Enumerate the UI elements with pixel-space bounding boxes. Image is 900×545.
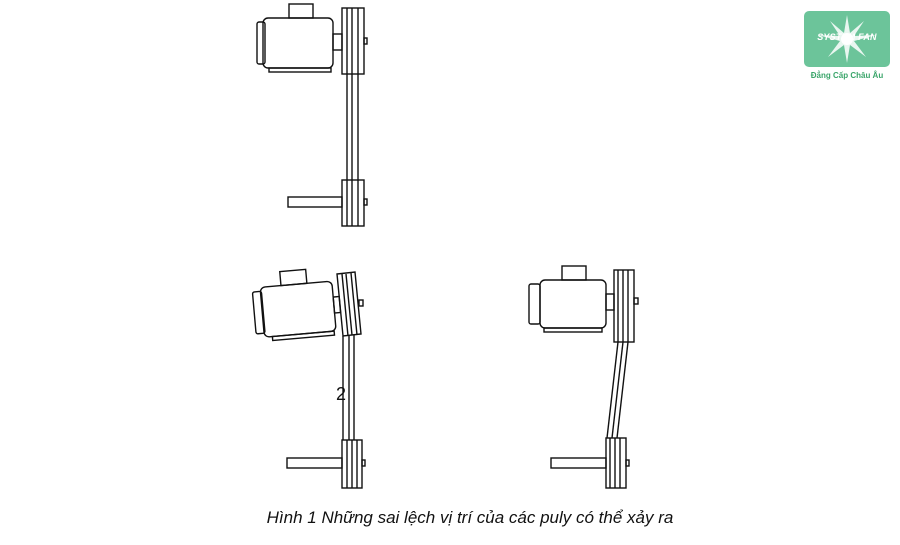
belt-top	[346, 74, 359, 180]
belt-slanted	[606, 341, 629, 439]
scenario-offset	[528, 265, 639, 489]
figure-caption: Hình 1 Những sai lệch vị trí của các pul…	[266, 508, 674, 527]
motor-pulley-right	[613, 269, 639, 343]
driven-pulley-right	[550, 437, 630, 489]
logo-tagline: Đẳng Cấp Châu Âu	[810, 71, 884, 80]
motor-pulley-tilted	[336, 271, 364, 440]
motor-pulley-top	[341, 7, 368, 75]
marker-label: 2	[336, 384, 347, 404]
scenario-aligned	[256, 3, 368, 227]
driven-pulley-top	[287, 179, 368, 227]
scenario-angular	[251, 268, 366, 489]
motor-right	[528, 265, 615, 333]
driven-pulley-left	[286, 439, 366, 489]
starburst-icon	[818, 15, 876, 63]
logo-brand-text: SYSTEM FAN	[817, 32, 877, 42]
motor-tilted	[251, 268, 342, 342]
motor-top	[256, 3, 343, 73]
brand-logo: SYSTEM FAN	[804, 11, 890, 67]
